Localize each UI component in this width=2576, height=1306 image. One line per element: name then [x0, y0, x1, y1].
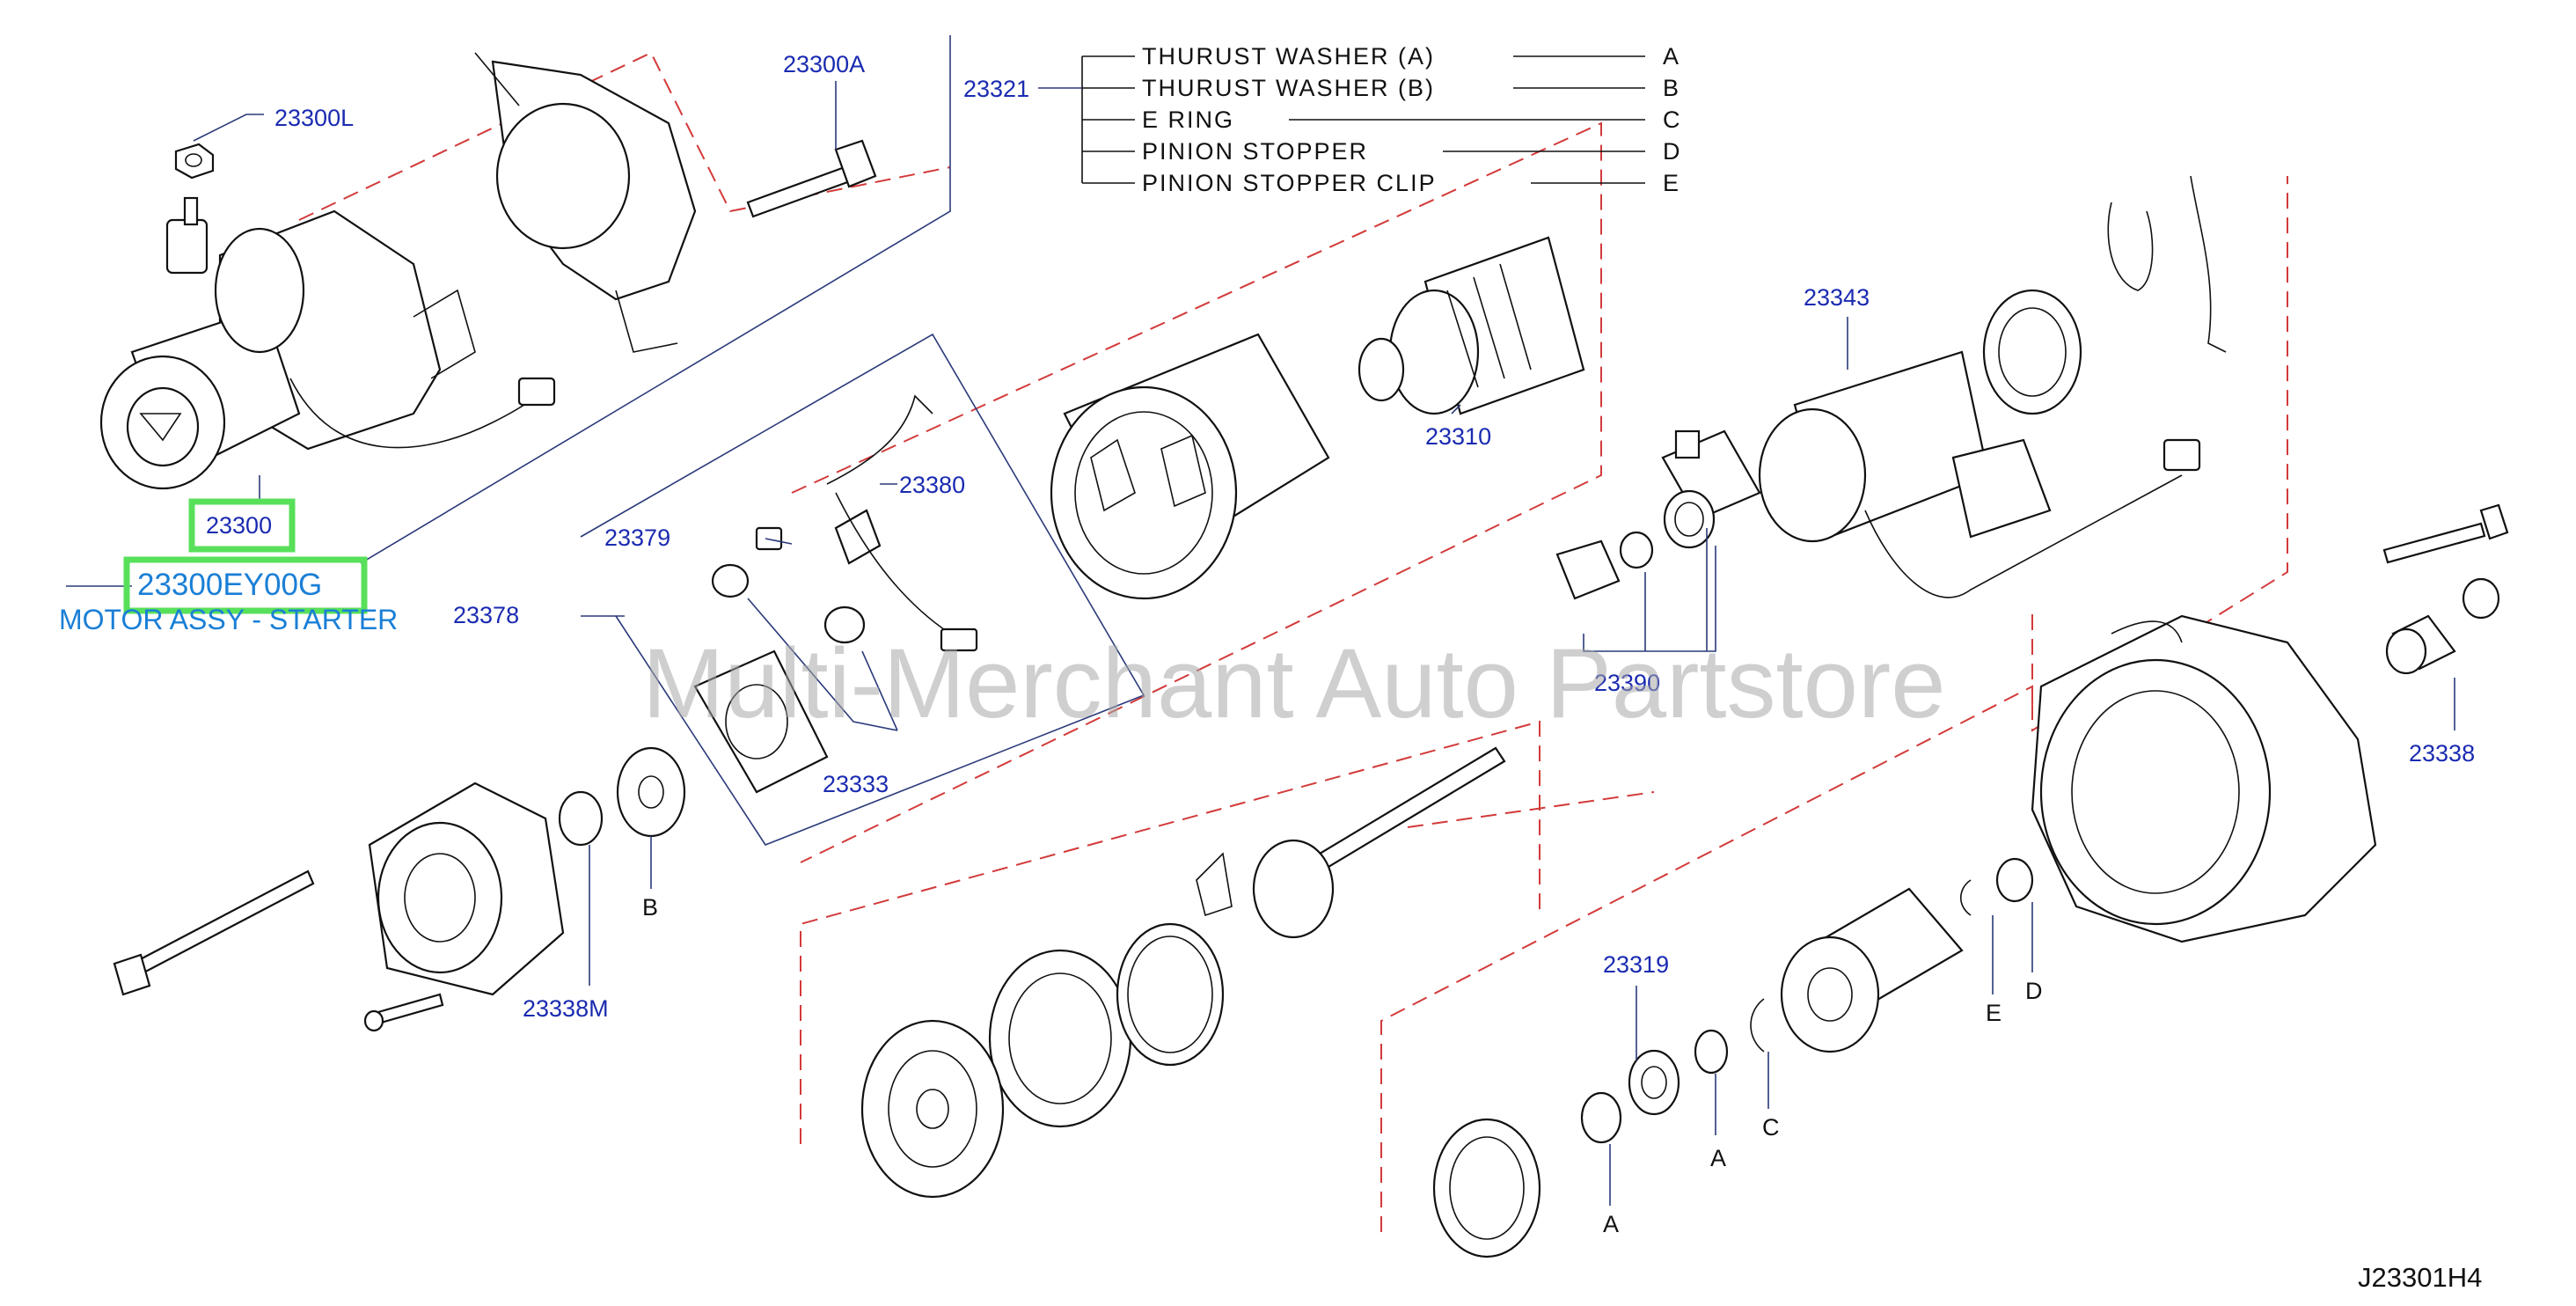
- callout-23300L[interactable]: 23300L: [274, 105, 354, 131]
- ref-label-b-left: B: [642, 894, 658, 921]
- legend-code-d: D: [1663, 138, 1682, 165]
- legend-rows: THURUST WASHER (A) A THURUST WASHER (B) …: [1142, 43, 1682, 196]
- leader-lines: [66, 35, 2455, 1206]
- callout-23380[interactable]: 23380: [899, 472, 965, 498]
- highlight-box-callout: [188, 498, 296, 553]
- selected-part-number[interactable]: 23300EY00G: [137, 568, 322, 602]
- brush-holder-box: [580, 333, 1145, 846]
- legend-code-b: B: [1663, 75, 1680, 101]
- callout-23333[interactable]: 23333: [823, 771, 889, 797]
- ref-label-d: D: [2025, 978, 2043, 1004]
- legend-code-a: A: [1663, 43, 1680, 70]
- callout-23321[interactable]: 23321: [963, 76, 1029, 102]
- bolt-23300A: [746, 139, 877, 218]
- through-bolt: [113, 869, 315, 996]
- diagram-code: J23301H4: [2358, 1262, 2482, 1293]
- callout-23300A[interactable]: 23300A: [783, 51, 865, 77]
- selected-callout-label[interactable]: 23300: [206, 512, 272, 539]
- gear-housing-top: [474, 52, 697, 353]
- ref-label-a-2: A: [1710, 1145, 1726, 1171]
- ref-label-c: C: [1762, 1114, 1780, 1141]
- plunger-set-23390: [1555, 429, 1761, 600]
- callout-23379[interactable]: 23379: [604, 525, 670, 551]
- solenoid-23343: [1758, 289, 2201, 598]
- legend-tree: [1081, 55, 1645, 184]
- internal-gear: [988, 922, 1225, 1128]
- end-plate: [860, 1019, 1005, 1199]
- gear-case-right: [2031, 614, 2377, 943]
- callout-labels: 23300L 23300A 23321 23310 23343 23379 23…: [274, 51, 2475, 1237]
- pinion-shaft: [1196, 746, 1506, 939]
- callout-23378[interactable]: 23378: [453, 602, 519, 628]
- selected-part[interactable]: 23300 23300EY00G MOTOR ASSY - STARTER: [59, 498, 398, 635]
- small-screw: [363, 993, 444, 1032]
- solenoid-clips: [2107, 175, 2227, 353]
- legend-name-e: PINION STOPPER CLIP: [1142, 170, 1437, 196]
- callout-23343[interactable]: 23343: [1804, 284, 1870, 311]
- selected-part-description: MOTOR ASSY - STARTER: [59, 604, 398, 635]
- bolt-right: [2382, 503, 2509, 564]
- starter-motor-assy[interactable]: [99, 196, 556, 490]
- legend-code-c: C: [1663, 106, 1682, 133]
- clutch-assy: [1780, 857, 2034, 1053]
- legend-code-e: E: [1663, 170, 1680, 196]
- armature-23310: [1358, 236, 1585, 415]
- rear-cover: [368, 746, 686, 996]
- callout-23338[interactable]: 23338: [2409, 740, 2475, 767]
- highlight-box-part-number: [123, 556, 368, 614]
- yoke-assembly: [1050, 333, 1330, 600]
- nut-23300L-icon: [174, 143, 215, 180]
- legend-name-c: E RING: [1142, 106, 1234, 133]
- legend-name-b: THURUST WASHER (B): [1142, 75, 1435, 101]
- legend-name-a: THURUST WASHER (A): [1142, 43, 1435, 70]
- pinion-washers: [1432, 998, 1765, 1258]
- callout-23319[interactable]: 23319: [1603, 951, 1669, 978]
- ref-label-e: E: [1986, 1000, 2002, 1026]
- brush-holder-parts: [693, 394, 978, 794]
- assembly-dash-lines: [298, 51, 2288, 1232]
- ref-label-a-1: A: [1603, 1211, 1619, 1237]
- legend-name-d: PINION STOPPER: [1142, 138, 1368, 165]
- callout-23338M[interactable]: 23338M: [523, 995, 609, 1022]
- callout-23390[interactable]: 23390: [1594, 670, 1660, 696]
- bushing-23338: [2385, 577, 2500, 675]
- watermark: Multi-Merchant Auto Partstore: [642, 628, 1945, 738]
- callout-23310[interactable]: 23310: [1425, 423, 1491, 450]
